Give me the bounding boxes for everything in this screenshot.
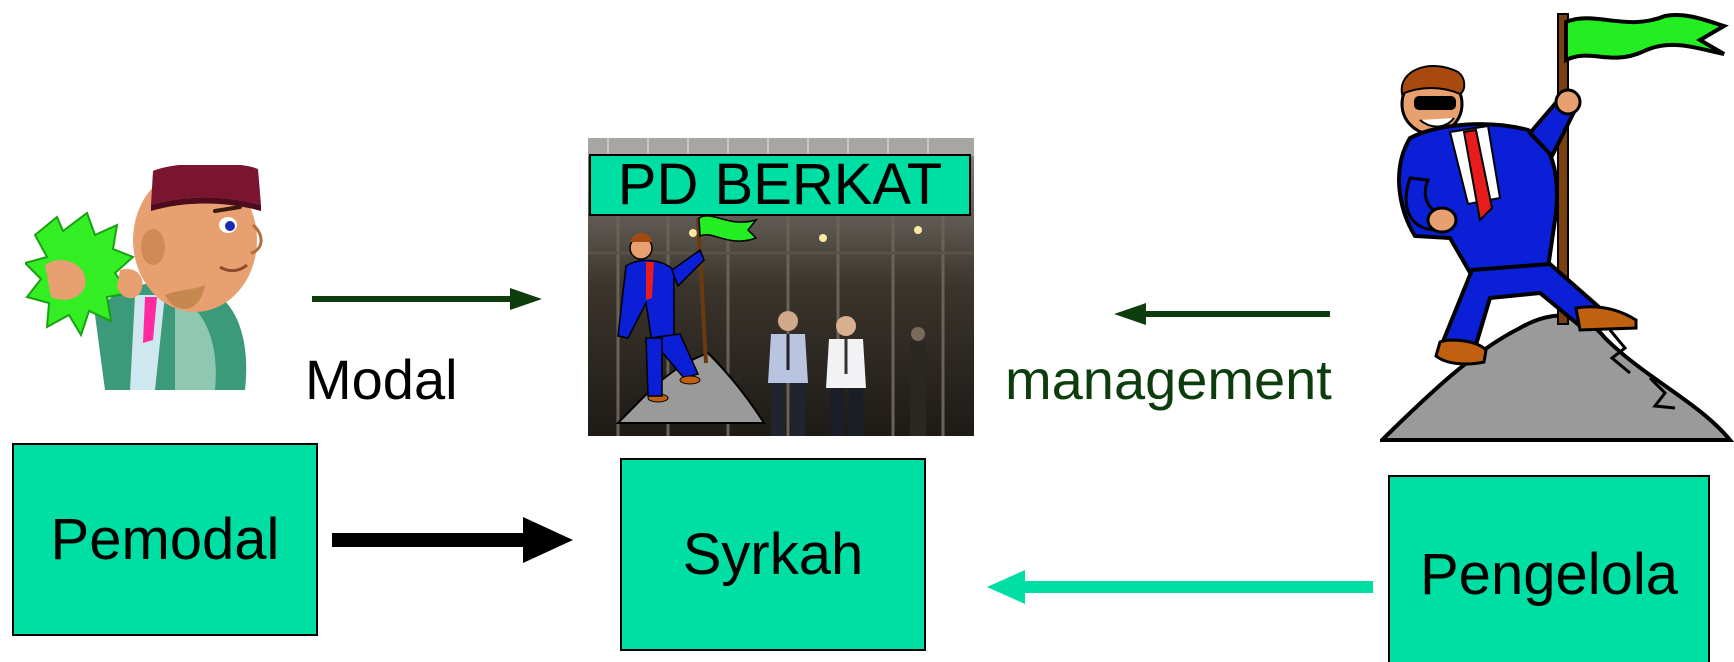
pengelola-box: Pengelola: [1388, 475, 1710, 662]
syrkah-label: Syrkah: [682, 522, 864, 587]
pemodal-box: Pemodal: [12, 443, 318, 636]
modal-arrow: [310, 284, 545, 314]
company-photo: PD BERKAT: [588, 138, 974, 436]
pengelola-label: Pengelola: [1420, 542, 1678, 607]
investor-illustration: [25, 165, 270, 390]
management-label: management: [1005, 348, 1332, 411]
management-arrow: [1112, 299, 1332, 329]
manager-illustration: [1380, 8, 1734, 444]
syrkah-box: Syrkah: [620, 458, 926, 651]
pengelola-to-syrkah-arrow: [985, 568, 1375, 606]
pemodal-label: Pemodal: [50, 507, 280, 572]
company-name: PD BERKAT: [617, 152, 943, 217]
climber-with-flag-icon: [1380, 13, 1734, 442]
pemodal-to-syrkah-arrow: [330, 515, 575, 565]
investor-with-money-icon: [25, 165, 263, 390]
modal-label: Modal: [305, 348, 458, 411]
company-name-banner: PD BERKAT: [589, 154, 971, 216]
